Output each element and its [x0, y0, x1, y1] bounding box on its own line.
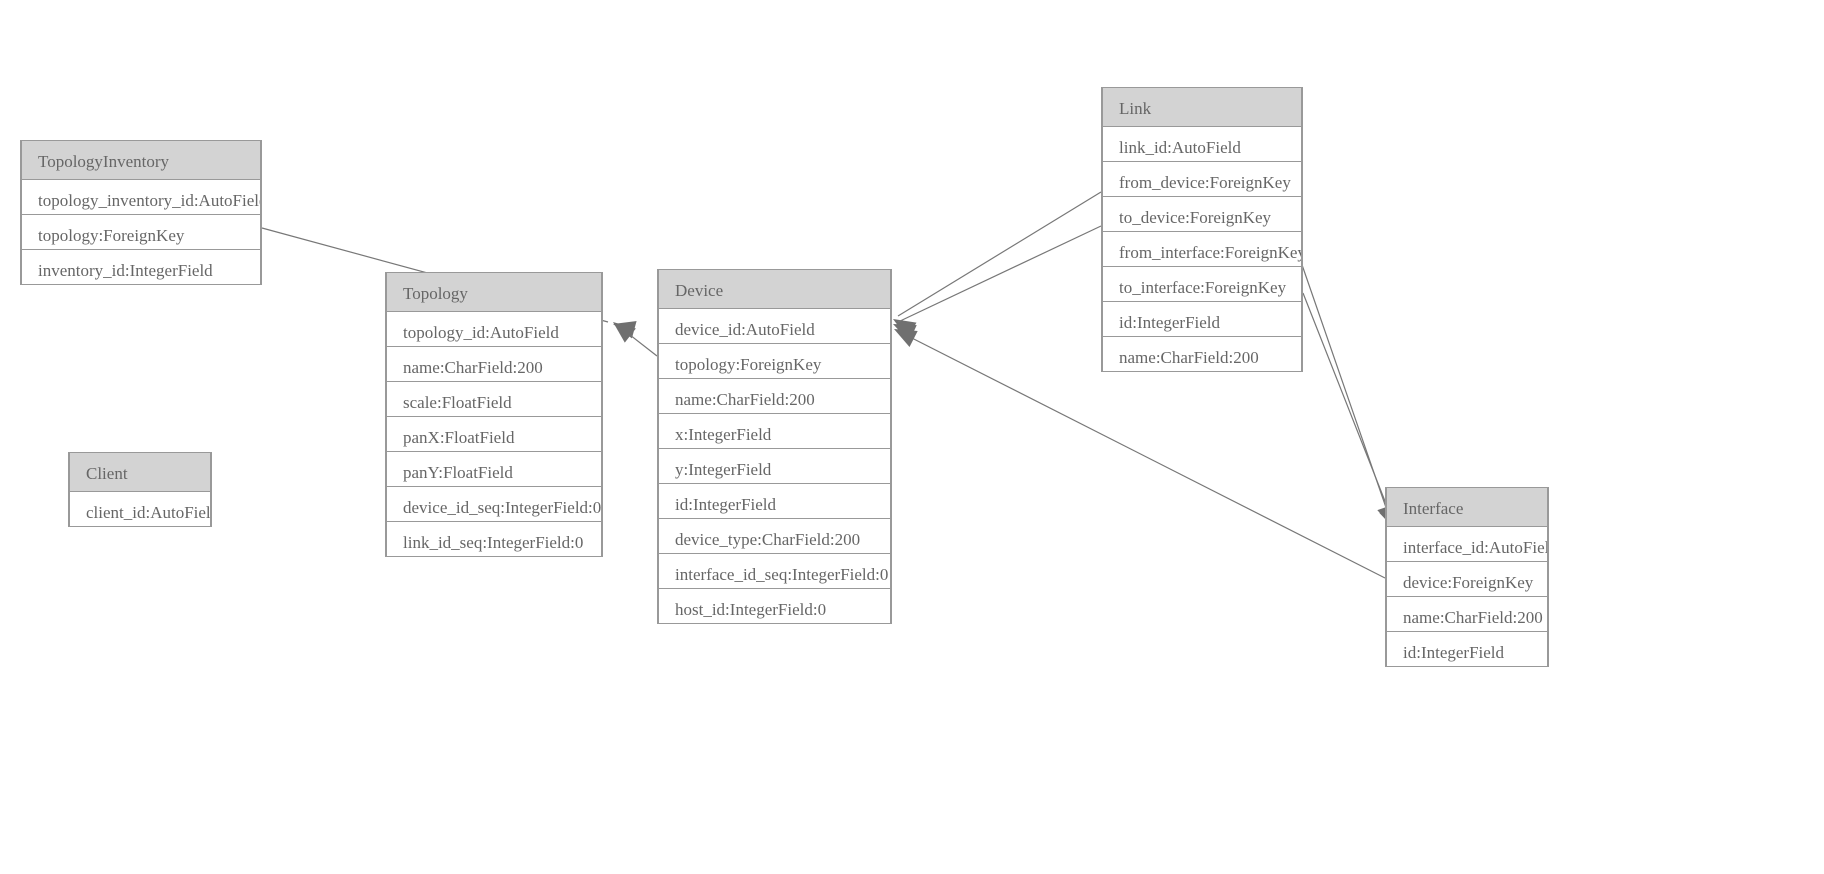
entity-field: host_id:IntegerField:0 [658, 589, 891, 624]
relationship-line [615, 323, 658, 357]
relationship-line [1302, 292, 1395, 525]
relationship-arrowhead-icon [893, 324, 917, 342]
relationship-rel-link-from-device [893, 191, 1102, 339]
entity-field: topology:ForeignKey [658, 344, 891, 379]
entity-field: interface_id_seq:IntegerField:0 [658, 554, 891, 589]
entity-field: name:CharField:200 [386, 347, 602, 382]
relationship-rel-link-to-device [893, 225, 1102, 342]
entity-title-client: Client [69, 452, 211, 492]
entity-field: id:IntegerField [658, 484, 891, 519]
entity-title-topology_inventory: TopologyInventory [21, 140, 261, 180]
entity-field: panY:FloatField [386, 452, 602, 487]
relationship-line [897, 225, 1102, 323]
entity-field: interface_id:AutoField [1386, 527, 1548, 562]
entity-field: y:IntegerField [658, 449, 891, 484]
entity-field: device_id_seq:IntegerField:0 [386, 487, 602, 522]
entity-field: to_device:ForeignKey [1102, 197, 1302, 232]
relationship-line [1299, 258, 1392, 523]
entity-field: inventory_id:IntegerField [21, 250, 261, 285]
entity-title-topology: Topology [386, 272, 602, 312]
entity-title-link: Link [1102, 87, 1302, 127]
relationship-arrowhead-icon [894, 329, 918, 348]
entity-field: topology:ForeignKey [21, 215, 261, 250]
entity-field: x:IntegerField [658, 414, 891, 449]
entity-field: device:ForeignKey [1386, 562, 1548, 597]
entity-field: id:IntegerField [1386, 632, 1548, 667]
entity-field: topology_inventory_id:AutoField [21, 180, 261, 215]
entity-field: link_id_seq:IntegerField:0 [386, 522, 602, 557]
relationship-arrowhead-icon [893, 319, 917, 339]
relationship-arrowhead-icon [613, 322, 636, 343]
entity-field: from_device:ForeignKey [1102, 162, 1302, 197]
entity-field: from_interface:ForeignKey [1102, 232, 1302, 267]
entity-field: device_type:CharField:200 [658, 519, 891, 554]
entity-title-device: Device [658, 269, 891, 309]
entity-field: device_id:AutoField [658, 309, 891, 344]
entity-field: name:CharField:200 [1386, 597, 1548, 632]
entity-field: topology_id:AutoField [386, 312, 602, 347]
entity-field: name:CharField:200 [1102, 337, 1302, 372]
relationship-rel-device-topology [613, 322, 658, 357]
entity-field: to_interface:ForeignKey [1102, 267, 1302, 302]
entity-field: client_id:AutoField [69, 492, 211, 527]
entity-field: scale:FloatField [386, 382, 602, 417]
entity-field: panX:FloatField [386, 417, 602, 452]
entity-title-interface: Interface [1386, 487, 1548, 527]
relationship-line [897, 191, 1102, 317]
entity-field: id:IntegerField [1102, 302, 1302, 337]
entity-field: link_id:AutoField [1102, 127, 1302, 162]
entity-field: name:CharField:200 [658, 379, 891, 414]
relationship-arrowhead-icon [613, 321, 637, 339]
